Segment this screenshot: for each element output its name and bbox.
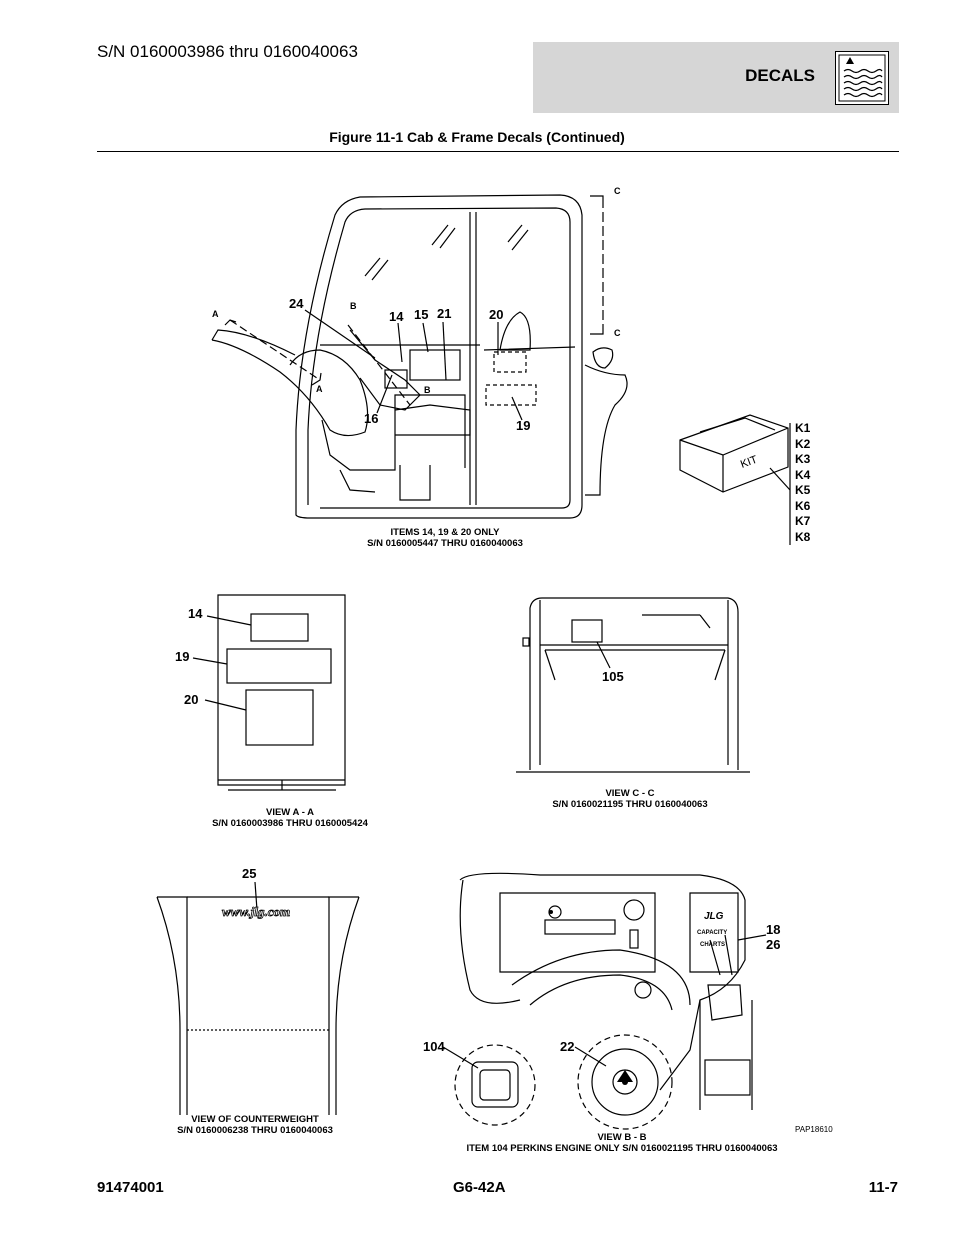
callout-20: 20 <box>184 692 199 707</box>
view-bb-caption: VIEW B - B ITEM 104 PERKINS ENGINE ONLY … <box>466 1132 778 1154</box>
view-cc-drawing <box>516 597 750 773</box>
kit-item: K1 <box>795 421 811 435</box>
kit-item: K8 <box>795 529 811 544</box>
serial-range: S/N 0160003986 thru 0160040063 <box>97 42 358 61</box>
view-cc-caption: VIEW C - C S/N 0160021195 THRU 016004006… <box>552 788 708 810</box>
capacity-decal-text: CAPACITY <box>697 930 728 936</box>
callout-22: 22 <box>560 1039 575 1054</box>
view-aa-caption: VIEW A - A S/N 0160003986 THRU 016000542… <box>212 807 368 829</box>
kit-item: K6 <box>795 498 811 513</box>
callout-19: 19 <box>516 418 531 433</box>
kit-item: K4 <box>795 467 811 482</box>
main-caption: ITEMS 14, 19 & 20 ONLY S/N 0160005447 TH… <box>367 527 523 549</box>
footer-part-number: 91474001 <box>97 1179 164 1196</box>
jlg-brand-mark: JLG <box>704 911 724 922</box>
view-marker-a: A <box>316 384 323 394</box>
charts-decal-text: CHARTS <box>700 942 725 948</box>
view-marker-b: B <box>424 385 431 395</box>
kit-box-drawing <box>679 414 791 545</box>
callout-24: 24 <box>289 296 304 311</box>
kit-item: K5 <box>795 483 811 497</box>
figure-title: Figure 11-1 Cab & Frame Decals (Continue… <box>329 129 625 145</box>
view-marker-a: A <box>212 309 219 319</box>
counterweight-caption: VIEW OF COUNTERWEIGHT S/N 0160006238 THR… <box>177 1114 333 1136</box>
callout-15: 15 <box>414 307 429 322</box>
callout-14: 14 <box>389 309 404 324</box>
callout-20: 20 <box>489 307 504 322</box>
section-title: DECALS <box>745 66 815 85</box>
key-switch-mark-icon <box>617 1070 633 1082</box>
view-bb-drawing <box>442 872 767 1130</box>
view-marker-c: C <box>614 328 621 338</box>
callout-14: 14 <box>188 606 203 621</box>
callout-26: 26 <box>766 937 781 952</box>
cab-drawing <box>211 194 628 519</box>
view-marker-c: C <box>614 186 621 196</box>
kit-list: K1 K2 K3 K4 K5 K6 K7 K8 <box>795 421 810 545</box>
view-marker-b: B <box>350 301 357 311</box>
footer-page-number: 11-7 <box>868 1179 898 1196</box>
view-aa-drawing <box>192 594 346 791</box>
callout-19: 19 <box>175 649 190 664</box>
callout-105: 105 <box>602 669 624 684</box>
svg-text:KIT: KIT <box>739 454 759 471</box>
callout-18: 18 <box>766 922 781 937</box>
section-header: DECALS <box>533 42 899 113</box>
counterweight-logo-text: www.jlg.com <box>222 904 291 920</box>
header-rule <box>97 151 899 152</box>
kit-item: K3 <box>795 452 811 466</box>
counterweight-drawing <box>156 881 360 1115</box>
kit-item: K2 <box>795 436 811 451</box>
callout-104: 104 <box>423 1039 445 1054</box>
drawing-code: PAP18610 <box>795 1125 833 1134</box>
callout-25: 25 <box>242 866 257 881</box>
kit-item: K7 <box>795 514 811 528</box>
callout-16: 16 <box>364 411 379 426</box>
book-wave-icon <box>835 51 889 105</box>
footer-model: G6-42A <box>453 1179 506 1196</box>
callout-21: 21 <box>437 306 452 321</box>
